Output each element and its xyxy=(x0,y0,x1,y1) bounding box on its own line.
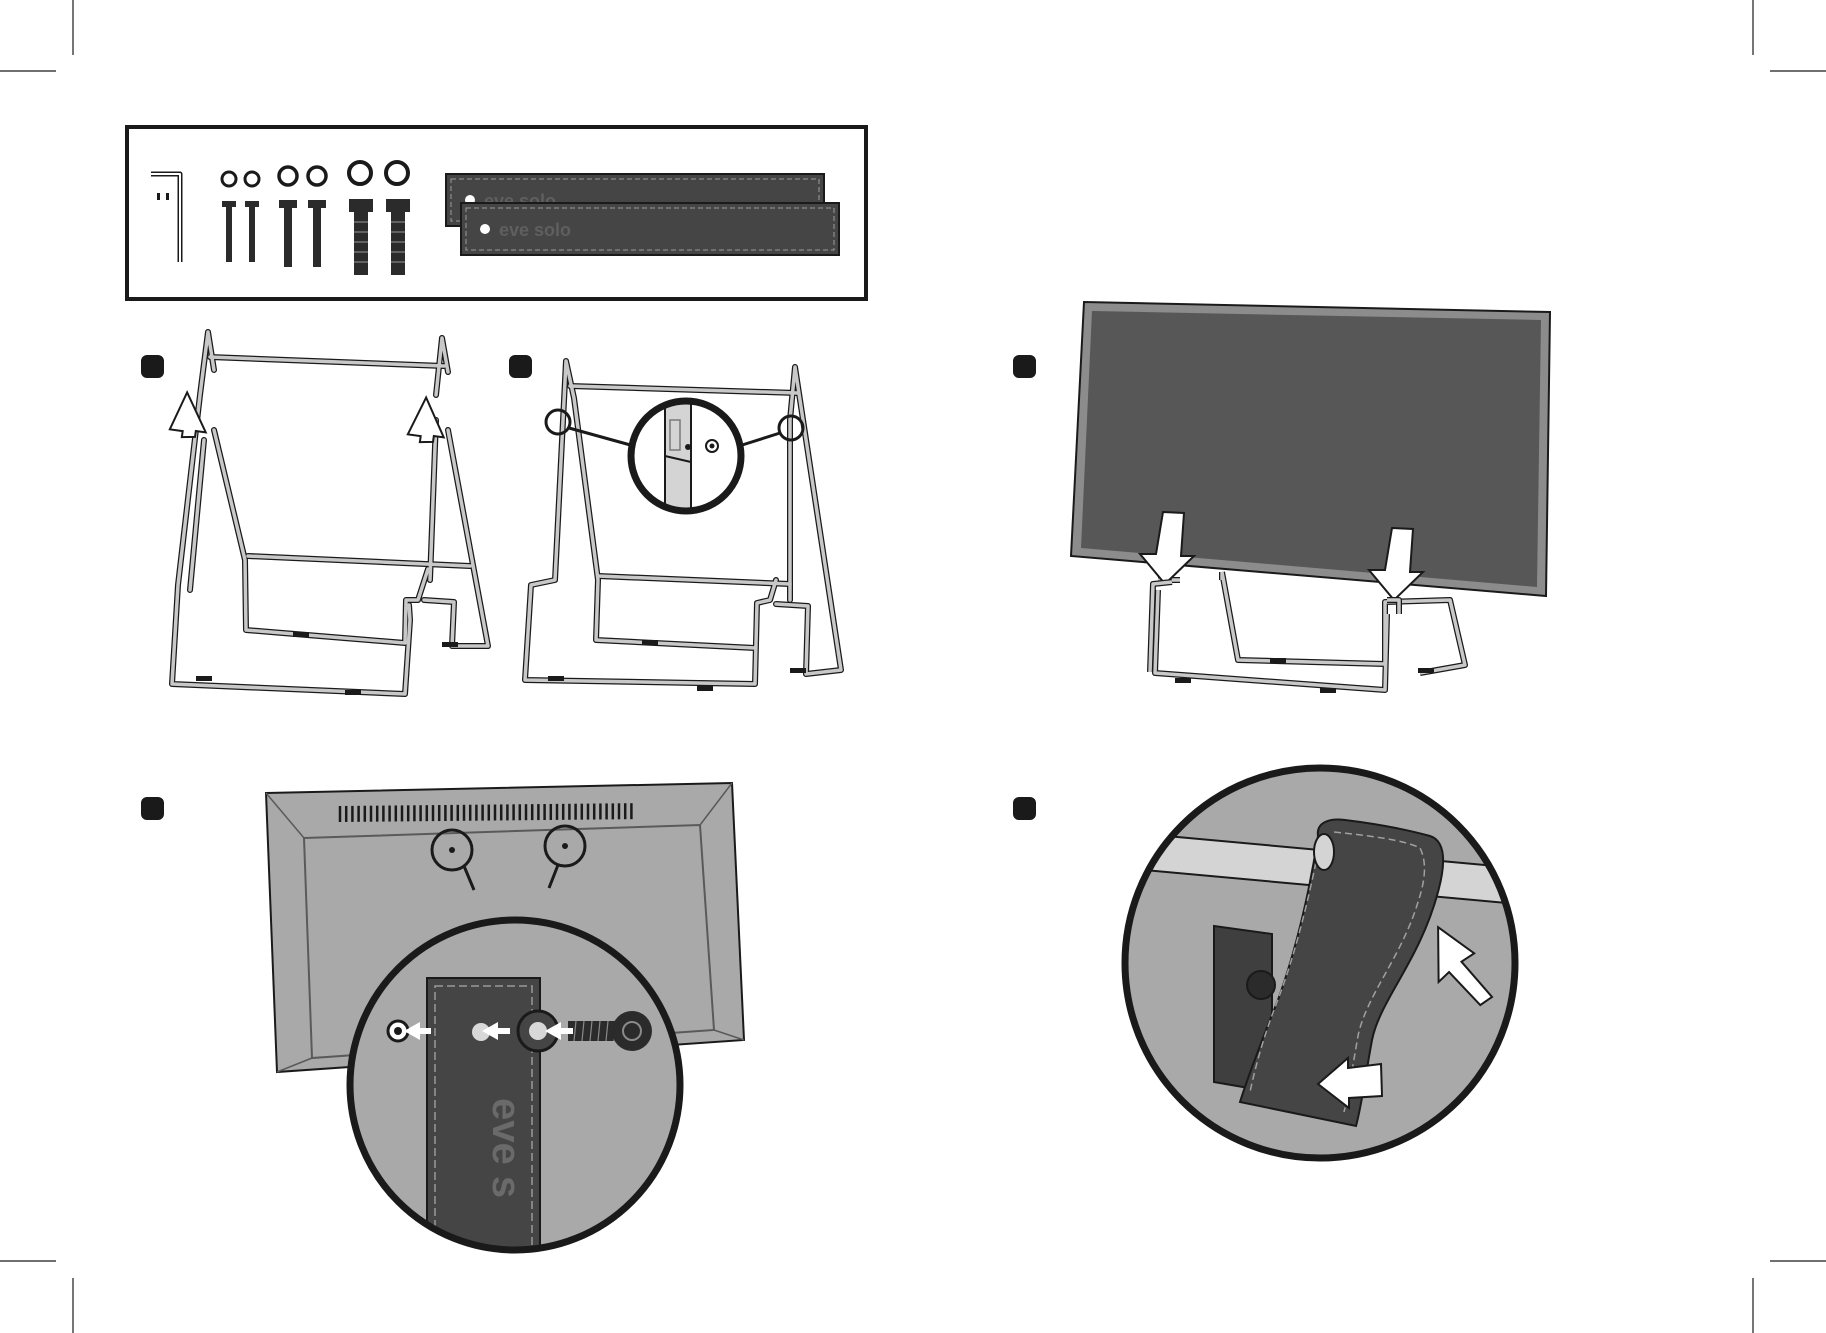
washer-small-icon xyxy=(222,172,236,186)
step-3 xyxy=(1013,302,1550,693)
washers xyxy=(222,162,408,186)
bolt-small-icon xyxy=(222,201,236,262)
bolts xyxy=(222,199,410,275)
washer-medium-icon xyxy=(279,167,297,185)
washer-large-icon xyxy=(386,162,408,184)
step-2 xyxy=(509,355,841,691)
bolt-medium-icon xyxy=(308,200,326,267)
step-4-marker xyxy=(141,797,164,820)
washer-small-icon xyxy=(245,172,259,186)
step-5 xyxy=(1013,768,1540,1158)
washer-large-icon xyxy=(349,162,371,184)
step-2-marker xyxy=(509,355,532,378)
arrow-up-icon xyxy=(169,391,211,441)
detail-callout-left xyxy=(546,410,570,434)
strap-brand-text: eve s xyxy=(484,1098,528,1198)
strap-detail-magnifier xyxy=(1100,768,1540,1158)
step-5-marker xyxy=(1013,797,1036,820)
step-1-marker xyxy=(141,355,164,378)
step-1 xyxy=(141,332,488,695)
detail-magnifier xyxy=(631,395,741,525)
parts-box: eve solo eve solo xyxy=(127,127,866,299)
strap-icon: eve solo xyxy=(461,203,839,255)
tv-front-icon xyxy=(1071,302,1550,596)
bolt-large-icon xyxy=(386,199,410,275)
step-4: eve s xyxy=(141,783,744,1286)
strap-brand-text: eve solo xyxy=(499,220,571,240)
washer-medium-icon xyxy=(308,167,326,185)
hex-key-icon xyxy=(151,174,180,262)
bolt-large-icon xyxy=(349,199,373,275)
step-3-marker xyxy=(1013,355,1036,378)
bolt-small-icon xyxy=(245,201,259,262)
bolt-medium-icon xyxy=(279,200,297,267)
arrow-up-icon xyxy=(407,396,449,446)
stand-frame xyxy=(172,332,488,694)
screw-detail-magnifier: eve s xyxy=(350,920,680,1286)
